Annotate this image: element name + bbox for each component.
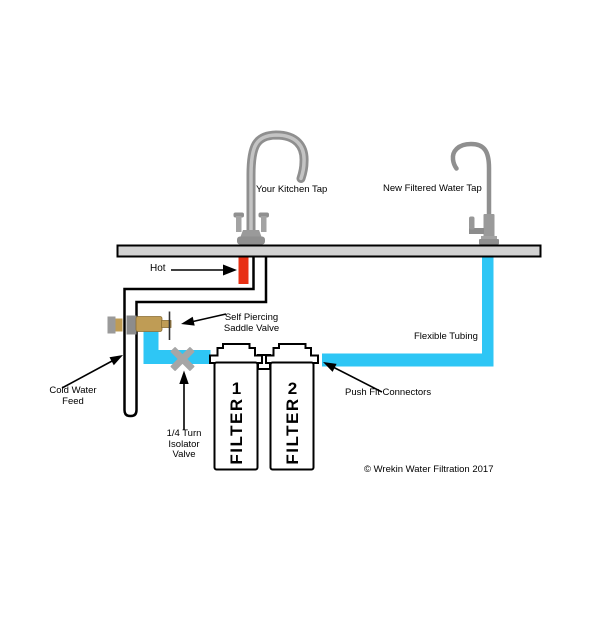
filter-1-label: FILTER [227, 397, 246, 464]
filter-2-body [269, 361, 315, 471]
saddle-valve-label: Self Piercing Saddle Valve [223, 312, 280, 334]
filter-1-cap [209, 343, 263, 364]
saddle-valve [107, 311, 172, 340]
isolator-valve [170, 347, 195, 371]
kitchen-tap-label: Your Kitchen Tap [256, 184, 328, 195]
hot-arrow-head [223, 264, 237, 276]
filter-2-cap [265, 343, 319, 364]
saddle-valve-left-brass [115, 318, 123, 332]
filtered-water-tap [450, 141, 499, 245]
filter-2-label: FILTER [283, 397, 302, 464]
saddle-valve-right-clamp [126, 315, 137, 335]
cold-feed-label: Cold Water Feed [49, 385, 97, 407]
filtered-tap-handle-lever [469, 216, 475, 230]
counter-top [116, 244, 542, 258]
filtered-tap-body [483, 214, 495, 242]
kitchen-tap [233, 130, 309, 245]
flexible-tubing-label: Flexible Tubing [414, 331, 478, 342]
filter-1-body [213, 361, 259, 471]
kitchen-tap-right-handle [261, 216, 267, 232]
copyright-text: © Wrekin Water Filtration 2017 [364, 464, 494, 475]
filtered-tap-base-step [481, 236, 497, 240]
saddle-valve-nose [161, 320, 172, 328]
filtered-tap-base [479, 239, 499, 245]
saddle-valve-left-clamp [107, 316, 116, 334]
cold-water-feed-pipe [123, 257, 268, 418]
isolator-arrow-head [179, 370, 189, 384]
filtered-tap-handle-arm [469, 228, 484, 234]
kitchen-tap-base-neck [240, 230, 262, 238]
tubing-horizontal-right [322, 353, 494, 367]
saddle-valve-arrow-head [181, 316, 195, 326]
flexible-tubing-left [143, 330, 211, 364]
filter-1-number: 1 [232, 379, 241, 398]
kitchen-tap-left-handle [236, 216, 242, 232]
cold-feed-arrow-head [109, 355, 123, 366]
cold-feed-arrow-line [61, 359, 114, 389]
push-fit-arrow-line [333, 366, 383, 393]
filtered-tap-spout [450, 141, 492, 243]
hot-label: Hot [150, 262, 166, 274]
hot-pipe [238, 257, 249, 284]
kitchen-tap-base [237, 236, 265, 245]
push-fit-label: Push Fit Connectors [345, 387, 432, 398]
tubing-vertical-right [482, 251, 494, 367]
filter-unit: 1 2 FILTER FILTER [209, 343, 319, 471]
isolator-valve-label: 1/4 Turn Isolator Valve [166, 428, 202, 460]
saddle-valve-body [135, 316, 163, 332]
kitchen-tap-spout-highlight [249, 133, 306, 242]
saddle-valve-arrow-line [192, 313, 227, 323]
flexible-tubing-right [322, 251, 494, 367]
isolator-valve-bar-2 [170, 347, 195, 371]
push-fit-arrow-head [323, 362, 337, 372]
filtered-tap-label: New Filtered Water Tap [383, 183, 482, 194]
annotation-arrows [61, 264, 383, 430]
filter-2-number: 2 [288, 379, 297, 398]
